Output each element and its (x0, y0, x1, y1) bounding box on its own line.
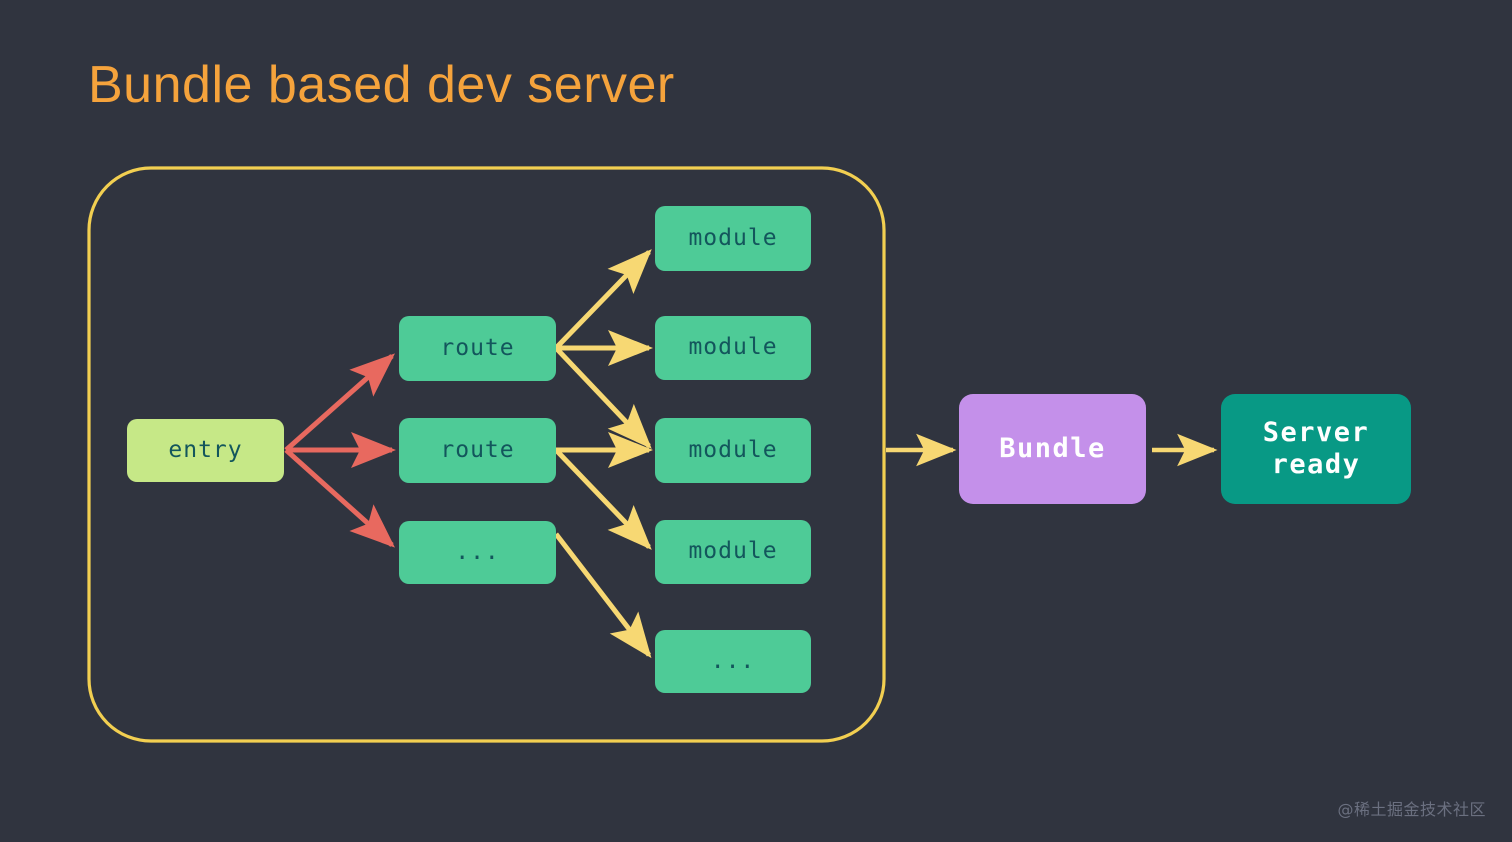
edge-route1-module1 (554, 249, 652, 350)
bundle-graph-container-outline (87, 166, 886, 743)
node-module-2-label: module (688, 334, 778, 361)
edge-entry-route1 (284, 353, 395, 452)
node-module-1-label: module (688, 224, 778, 251)
node-bundle-label: Bundle (999, 433, 1106, 465)
node-route-1[interactable]: route (399, 316, 556, 381)
node-route-2-label: route (440, 436, 515, 463)
node-module-3-label: module (688, 436, 778, 463)
edge-entry-route3 (284, 448, 395, 548)
edge-route2-module4 (554, 448, 652, 550)
node-server-ready[interactable]: Server ready (1221, 394, 1411, 504)
node-server-ready-label: Server ready (1262, 417, 1370, 480)
page-title: Bundle based dev server (88, 56, 675, 114)
edge-route1-module3 (554, 346, 652, 449)
node-module-3[interactable]: module (655, 418, 811, 483)
node-route-3[interactable]: ... (399, 521, 556, 584)
node-route-1-label: route (440, 334, 515, 361)
node-bundle[interactable]: Bundle (959, 394, 1146, 504)
node-route-3-label: ... (455, 538, 500, 565)
node-module-1[interactable]: module (655, 206, 811, 271)
node-module-5[interactable]: ... (655, 630, 811, 693)
node-module-2[interactable]: module (655, 316, 811, 380)
edge-route3-module5 (554, 532, 652, 659)
node-module-5-label: ... (710, 647, 756, 674)
node-module-4-label: module (688, 538, 778, 565)
node-entry[interactable]: entry (127, 419, 284, 482)
watermark: @稀土掘金技术社区 (1337, 800, 1486, 819)
node-module-4[interactable]: module (655, 520, 811, 584)
node-route-2[interactable]: route (399, 418, 556, 483)
node-entry-label: entry (168, 436, 243, 463)
